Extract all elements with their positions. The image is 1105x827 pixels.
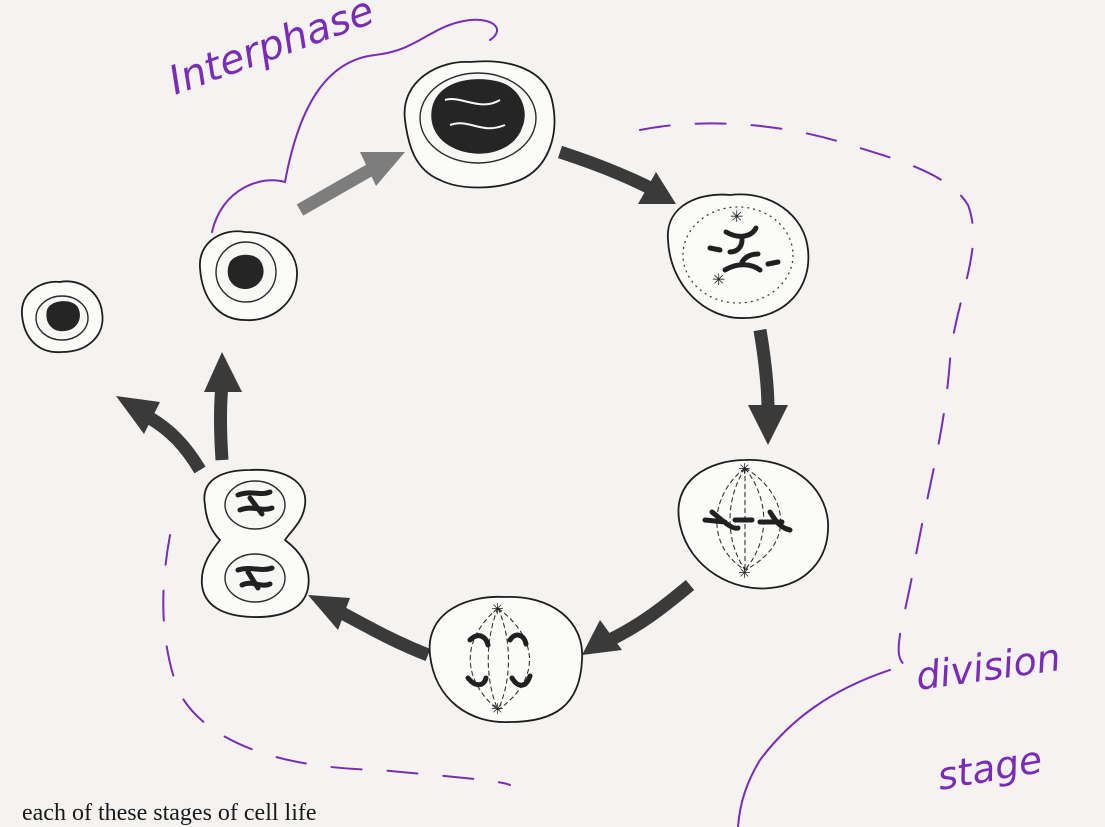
arrow-to-metaphase xyxy=(753,328,775,411)
interphase-boundary xyxy=(211,18,498,233)
arrow-to-anaphase xyxy=(607,580,695,646)
svg-text:✳: ✳ xyxy=(491,600,504,618)
division-label-line xyxy=(737,669,891,827)
svg-text:✳: ✳ xyxy=(730,207,743,226)
arrow-exit-cycle xyxy=(146,412,206,474)
svg-text:✳: ✳ xyxy=(491,700,504,718)
division-label-line1: division xyxy=(913,635,1063,699)
arrow-to-telophase-head xyxy=(308,595,350,630)
division-label-line2: stage xyxy=(934,737,1046,799)
bottom-text: each of these stages of cell life xyxy=(22,800,317,826)
cell-exited xyxy=(21,280,104,353)
cell-interphase xyxy=(403,60,556,189)
arrow-to-telophase xyxy=(337,606,431,662)
cell-prophase: ✳ ✳ xyxy=(667,193,810,319)
cell-metaphase: ✳ ✳ xyxy=(677,459,829,590)
arrow-to-daughter-cell xyxy=(214,384,229,461)
arrow-to-prophase-head xyxy=(638,172,676,204)
svg-text:✳: ✳ xyxy=(712,270,725,289)
interphase-label: Interphase xyxy=(163,0,380,104)
cell-anaphase: ✳ ✳ xyxy=(428,595,583,723)
arrow-exit-cycle-head xyxy=(116,396,160,434)
cell-g1 xyxy=(199,230,298,321)
arrow-to-anaphase-head xyxy=(582,620,622,655)
cell-telophase xyxy=(200,468,310,618)
division-boundary xyxy=(639,122,975,666)
arrow-growth-head xyxy=(360,152,405,186)
arrow-to-metaphase-head xyxy=(748,405,788,445)
svg-text:✳: ✳ xyxy=(738,564,751,582)
arrow-to-daughter-cell-head xyxy=(204,352,242,392)
division-boundary-lower xyxy=(162,534,511,786)
arrow-growth xyxy=(296,164,374,216)
svg-text:✳: ✳ xyxy=(738,460,751,478)
arrow-to-prophase xyxy=(557,145,653,194)
